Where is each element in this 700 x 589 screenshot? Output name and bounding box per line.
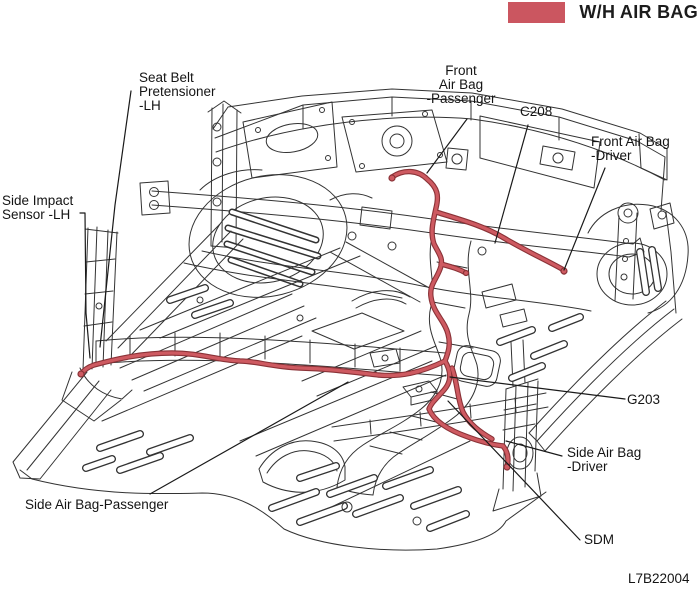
leader-c208 xyxy=(494,124,529,244)
callout-seat-belt-pretensioner-lh: Seat Belt Pretensioner -LH xyxy=(139,70,216,113)
figure-code: L7B22004 xyxy=(628,571,690,586)
front-air-bag-passenger-connector xyxy=(388,174,396,182)
transmission-tunnel xyxy=(336,232,479,496)
callout-side-air-bag-passenger: Side Air Bag-Passenger xyxy=(25,497,169,512)
harness-color-swatch xyxy=(508,2,566,23)
callout-side-impact-sensor-lh: Side Impact Sensor -LH xyxy=(2,193,74,222)
callout-c208: C208 xyxy=(520,104,553,119)
leader-sdm xyxy=(447,400,581,541)
vehicle-body-line-art xyxy=(12,88,689,551)
leader-side-air-bag-driver xyxy=(505,440,563,457)
legend-title: W/H AIR BAG xyxy=(579,2,698,22)
right-hinge-pillar xyxy=(587,156,689,314)
callout-front-air-bag-driver: Front Air Bag -Driver xyxy=(591,134,670,163)
leader-side-air-bag-passenger xyxy=(149,381,349,495)
airbag-harness xyxy=(77,168,568,471)
left-b-pillar xyxy=(61,226,133,422)
leader-front-air-bag-passenger xyxy=(426,118,468,174)
callout-g203: G203 xyxy=(627,392,661,407)
leader-front-air-bag-driver xyxy=(563,167,606,271)
floor-slots xyxy=(82,284,584,532)
callout-front-air-bag-passenger: Front Air Bag -Passenger xyxy=(426,63,496,106)
leader-g203 xyxy=(449,376,626,400)
c208-connector xyxy=(462,269,470,277)
leader-seat-belt-pretensioner xyxy=(99,90,132,348)
left-wheelhouse xyxy=(188,169,373,298)
leader-side-impact-sensor xyxy=(79,212,91,359)
leader-lines xyxy=(79,90,626,541)
callout-side-air-bag-driver: Side Air Bag -Driver xyxy=(567,445,642,474)
front-air-bag-driver-connector xyxy=(560,267,568,275)
harness-outline xyxy=(78,168,567,470)
right-b-pillar xyxy=(492,339,542,512)
harness-core xyxy=(79,170,566,469)
callout-sdm: SDM xyxy=(584,532,614,547)
legend: W/H AIR BAG xyxy=(508,2,698,23)
side-impact-sensor-connector xyxy=(77,370,85,378)
